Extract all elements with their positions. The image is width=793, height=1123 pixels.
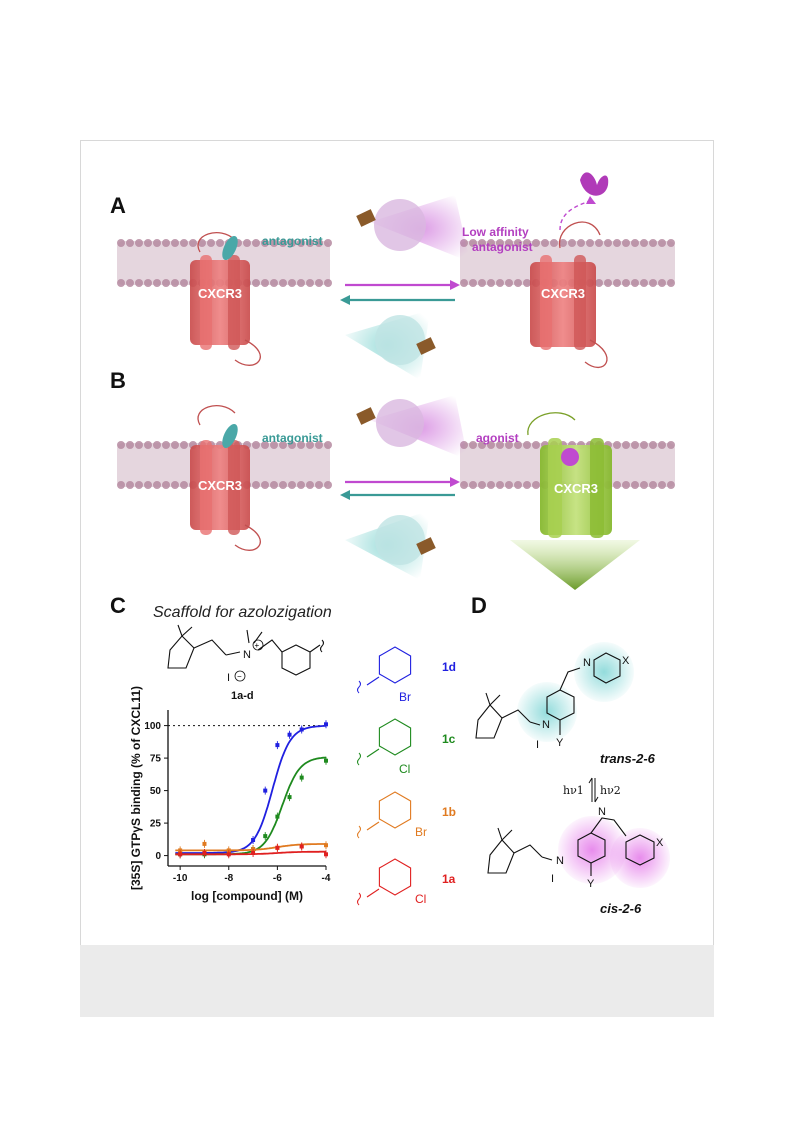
bulb-magenta-b-icon [356, 395, 468, 460]
y-tick-label: 25 [150, 819, 162, 830]
x-tick-label: -6 [273, 873, 282, 884]
compound-label-1c: 1c [442, 732, 456, 746]
data-point-1a [324, 852, 328, 857]
data-point-1d [299, 727, 304, 732]
svg-text:X: X [656, 837, 664, 849]
svg-text:+: + [255, 641, 260, 650]
compound-label-1a: 1a [442, 872, 456, 886]
substituent-1a: Cl 1a [357, 858, 456, 906]
svg-text:I: I [536, 739, 539, 751]
data-point-1a [251, 851, 256, 855]
data-point-1c [299, 775, 304, 780]
fit-curve-1a [175, 850, 326, 856]
x-axis-label: log [compound] (M) [191, 889, 303, 903]
svg-text:Y: Y [587, 878, 595, 890]
y-tick-label: 100 [144, 721, 161, 732]
hv2-label: hν2 [600, 784, 621, 797]
panel-label-b: B [110, 368, 126, 393]
data-point-1d [324, 722, 328, 727]
y-tick-label: 75 [150, 754, 162, 765]
scaffold-nitrogen: N [243, 649, 251, 661]
receptor-a-right: CXCR3 [530, 172, 609, 368]
signaling-arrow-icon [510, 540, 640, 590]
scaffold-title: Scaffold for azolozigation [153, 604, 332, 621]
antagonist-ligand-icon [222, 235, 238, 261]
footer-band [80, 945, 714, 1017]
panel-b-antagonist-label: antagonist [262, 431, 323, 445]
x-tick-label: -4 [322, 873, 331, 884]
data-point-1a [202, 851, 207, 855]
data-point-1a [178, 852, 183, 857]
receptor-b-right-label: CXCR3 [554, 481, 598, 496]
receptor-a-left: CXCR3 [190, 232, 261, 366]
panel-label-c: C [110, 593, 126, 618]
fit-curve-1c [175, 756, 327, 856]
receptor-b-left-label: CXCR3 [198, 478, 242, 493]
panel-a-low-affinity-line2: antagonist [472, 240, 533, 254]
svg-text:N: N [542, 719, 550, 731]
photoswitch-arrows-icon [588, 777, 599, 803]
svg-text:X: X [622, 655, 630, 667]
scaffold-label: 1a-d [231, 690, 254, 702]
svg-text:N: N [598, 806, 606, 818]
dose-response-chart: 0 25 50 75 100 -10 -8 -6 -4 log [compound] (M) [35… [129, 686, 331, 903]
substituent-1c: Cl 1c [357, 718, 456, 776]
svg-text:I: I [227, 672, 230, 684]
data-point-1d [263, 788, 268, 793]
cis-structure [487, 816, 670, 888]
svg-text:−: − [237, 672, 242, 681]
bulb-teal-b-icon [345, 510, 436, 580]
svg-text:I: I [551, 873, 554, 885]
panel-label-d: D [471, 593, 487, 618]
x-tick-label: -8 [224, 873, 233, 884]
svg-text:Y: Y [556, 737, 564, 749]
panel-label-a: A [110, 193, 126, 218]
bulb-teal-a-icon [345, 310, 436, 380]
bulb-magenta-a-icon [356, 195, 470, 262]
data-point-1c [287, 795, 292, 800]
agonist-ligand-icon [561, 448, 579, 466]
substituent-1b: Br 1b [357, 791, 456, 839]
panel-b-agonist-label: agonist [476, 431, 519, 445]
x-tick-label: -10 [173, 873, 188, 884]
low-affinity-ligand-icon [580, 172, 609, 196]
data-point-1b [202, 841, 207, 846]
trans-structure [475, 642, 634, 742]
receptor-a-right-label: CXCR3 [541, 286, 585, 301]
substituent-1b-atom: Br [415, 825, 427, 839]
data-point-1d [251, 838, 256, 842]
y-tick-label: 50 [150, 786, 162, 797]
data-point-1d [287, 732, 292, 737]
substituent-1d-atom: Br [399, 690, 411, 704]
y-axis-label: [35S] GTPγS binding (% of CXCL11) [129, 686, 143, 890]
panel-a-antagonist-label: antagonist [262, 234, 323, 248]
compound-label-1d: 1d [442, 660, 456, 674]
data-point-1d [275, 743, 280, 748]
trans-label: trans-2-6 [600, 751, 656, 766]
substituent-1d: Br 1d [357, 646, 456, 704]
fit-curve-1d [175, 725, 326, 854]
data-point-1a [299, 844, 304, 849]
receptor-a-left-label: CXCR3 [198, 286, 242, 301]
data-point-1a [275, 845, 280, 850]
data-point-1c [324, 758, 328, 763]
compound-label-1b: 1b [442, 805, 456, 819]
svg-text:N: N [556, 855, 564, 867]
receptor-b-right: CXCR3 [510, 412, 640, 590]
data-point-1a [226, 852, 231, 857]
panel-a-low-affinity-line1: Low affinity [462, 225, 529, 239]
receptor-b-left: CXCR3 [190, 405, 261, 551]
cis-label: cis-2-6 [600, 901, 642, 916]
svg-text:N: N [583, 657, 591, 669]
y-tick-label: 0 [155, 851, 161, 862]
hv1-label: hν1 [563, 784, 584, 797]
data-point-1c [263, 834, 268, 839]
data-point-1c [275, 814, 280, 819]
substituent-1c-atom: Cl [399, 762, 410, 776]
data-point-1b [324, 843, 328, 848]
substituent-1a-atom: Cl [415, 892, 426, 906]
